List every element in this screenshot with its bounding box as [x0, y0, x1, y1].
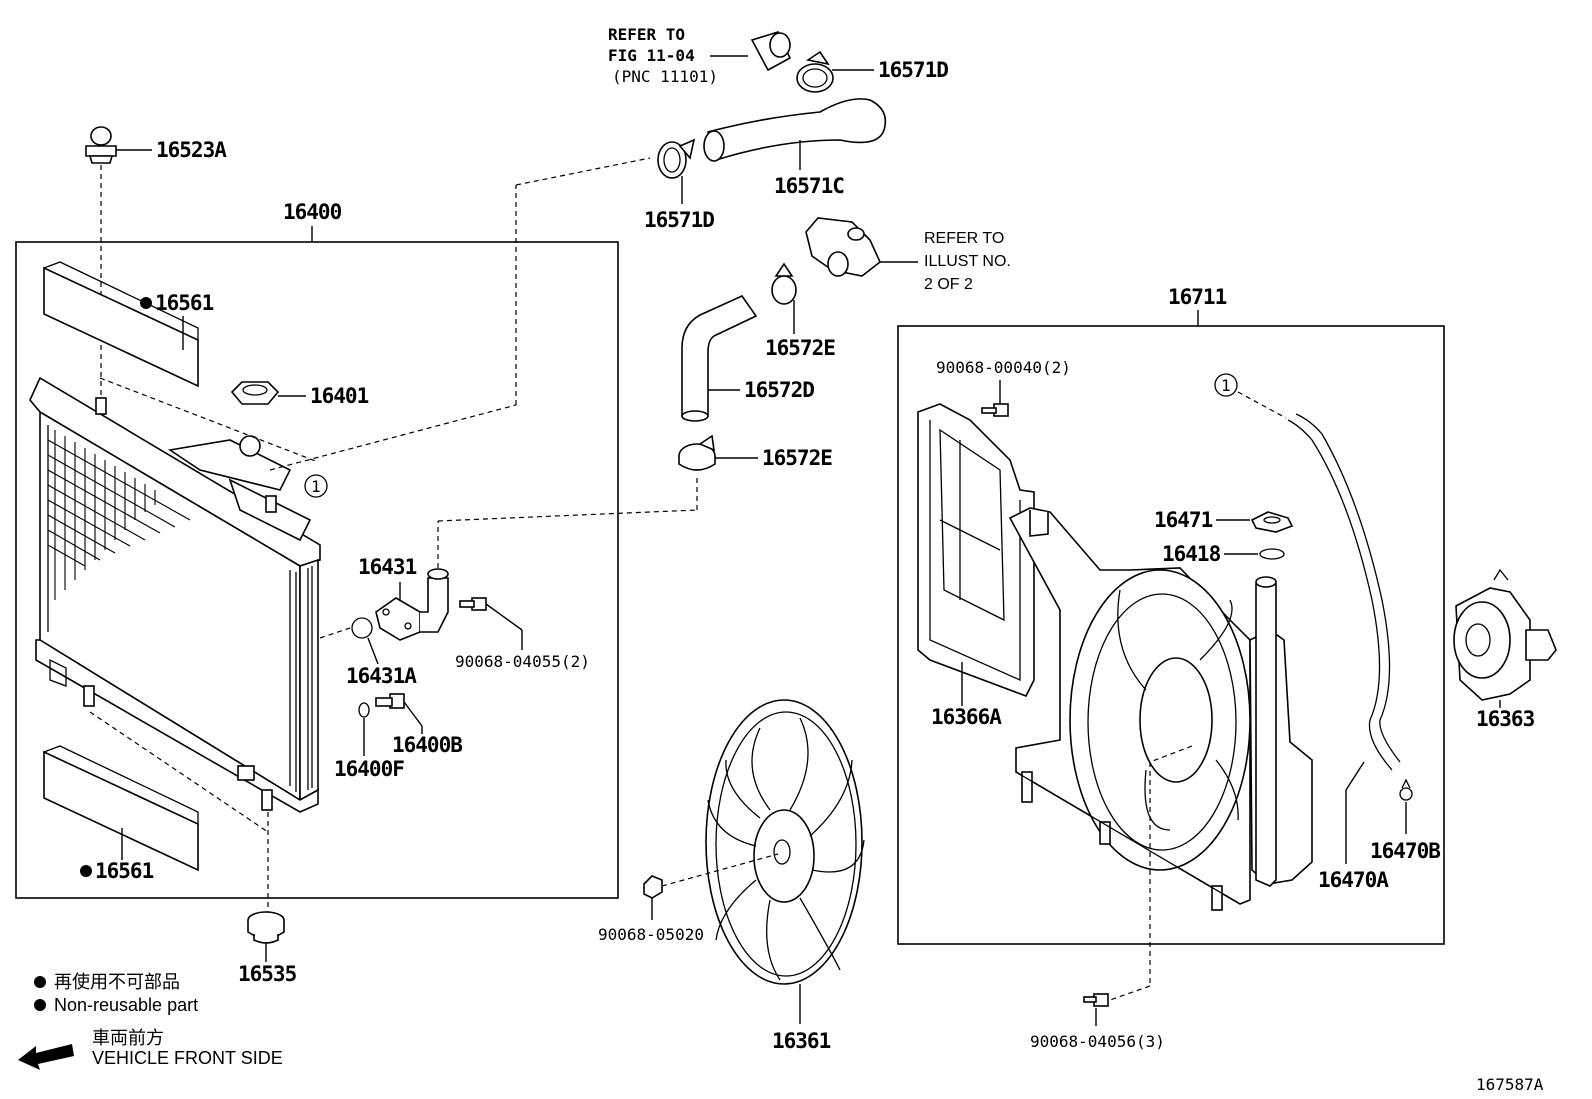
- part-label-90068-00040[interactable]: 90068-00040(2): [936, 358, 1071, 377]
- hose-16470A-icon: [1287, 413, 1401, 771]
- fan-shroud-assembly-box: [897, 325, 1445, 945]
- legend-front-en: VEHICLE FRONT SIDE: [92, 1048, 283, 1068]
- hose-16572D-icon: [681, 294, 758, 422]
- part-label-16400F[interactable]: 16400F: [334, 757, 405, 781]
- part-label-16470B[interactable]: 16470B: [1370, 839, 1441, 863]
- clamp-16571D-top-icon: [796, 50, 834, 93]
- svg-text:1: 1: [1221, 376, 1231, 395]
- fan-motor-16363-icon: [1453, 568, 1557, 701]
- reservoir-tank-icon: [1249, 576, 1313, 887]
- part-label-16431A[interactable]: 16431A: [346, 664, 418, 688]
- reservoir-cap-16471-icon: [1250, 511, 1294, 533]
- pipe-end-icon: [750, 31, 792, 72]
- part-label-16400B[interactable]: 16400B: [392, 733, 463, 757]
- part-label-16431[interactable]: 16431: [358, 555, 418, 579]
- cap-16401-icon: [230, 381, 280, 405]
- legend-front-jp: 車両前方: [92, 1028, 164, 1048]
- water-inlet-icon: [805, 217, 881, 277]
- radiator-cap-16523A-icon: [85, 126, 117, 164]
- part-label-16571C[interactable]: 16571C: [774, 174, 845, 198]
- figure-id: 167587A: [1476, 1075, 1544, 1094]
- part-label-90068-04055[interactable]: 90068-04055(2): [455, 652, 590, 671]
- radiator-core-icon: [29, 376, 321, 813]
- nut-90068-05020-icon: [643, 875, 663, 899]
- note-refer-illust-line3: 2 OF 2: [924, 276, 973, 293]
- vehicle-front-arrow-icon: [18, 1044, 74, 1070]
- bolt-90068-04055-icon: [459, 597, 487, 611]
- hose-16571C-icon: [703, 98, 887, 162]
- note-refer-illust-line1: REFER TO: [924, 230, 1004, 247]
- bolt-90068-00040-icon: [981, 403, 1009, 417]
- outlet-16431-icon: [375, 568, 449, 641]
- part-label-16366A[interactable]: 16366A: [931, 705, 1003, 729]
- note-refer-fig-line3: (PNC 11101): [612, 67, 718, 86]
- part-label-90068-05020[interactable]: 90068-05020: [598, 925, 704, 944]
- clip-16470B-icon: [1399, 778, 1413, 801]
- part-label-16561-bottom[interactable]: 16561: [95, 859, 155, 883]
- svg-text:1: 1: [311, 477, 321, 496]
- part-label-16361[interactable]: 16361: [772, 1029, 832, 1053]
- bolt-90068-04056-icon: [1083, 993, 1109, 1007]
- part-label-16471[interactable]: 16471: [1154, 508, 1214, 532]
- part-label-16523A[interactable]: 16523A: [156, 138, 228, 162]
- part-label-16363[interactable]: 16363: [1476, 707, 1536, 731]
- part-label-16400[interactable]: 16400: [283, 200, 343, 224]
- legend-non-reusable-jp: 再使用不可部品: [54, 972, 180, 992]
- sensor-16400B-icon: [375, 693, 405, 709]
- gasket-16418-icon: [1259, 548, 1285, 560]
- part-label-16571D-top[interactable]: 16571D: [878, 58, 949, 82]
- clamp-16571D-left-icon: [657, 138, 696, 179]
- part-label-16535[interactable]: 16535: [238, 962, 298, 986]
- seal-16561-top-icon: [43, 261, 199, 388]
- seal-16561-bottom-icon: [43, 745, 199, 872]
- part-label-16561-top[interactable]: 16561: [155, 291, 215, 315]
- radiator-assembly-box: [15, 241, 619, 899]
- cushion-16535-icon: [247, 911, 285, 944]
- shroud-panel-16366A-icon: [917, 403, 1035, 698]
- legend-non-reusable-en: Non-reusable part: [54, 995, 198, 1015]
- part-label-16572E-top[interactable]: 16572E: [765, 336, 836, 360]
- part-label-16418[interactable]: 16418: [1162, 542, 1222, 566]
- fan-shroud-icon: [1008, 507, 1251, 911]
- fan-16361-icon: [705, 699, 865, 985]
- part-label-16571D-left[interactable]: 16571D: [644, 208, 715, 232]
- part-label-90068-04056[interactable]: 90068-04056(3): [1030, 1032, 1165, 1051]
- note-refer-fig-line1: REFER TO: [608, 25, 685, 44]
- note-refer-fig-line2: FIG 11-04: [608, 46, 695, 65]
- part-label-16470A[interactable]: 16470A: [1318, 868, 1390, 892]
- part-label-16572E-bottom[interactable]: 16572E: [762, 446, 833, 470]
- note-refer-illust-line2: ILLUST NO.: [924, 253, 1011, 270]
- part-label-16572D[interactable]: 16572D: [744, 378, 815, 402]
- ring-16400F-icon: [358, 702, 370, 718]
- clamp-16572E-top-icon: [771, 262, 797, 305]
- part-label-16711[interactable]: 16711: [1168, 285, 1228, 309]
- clamp-16572E-bottom-icon: [678, 434, 716, 471]
- o-ring-16431A-icon: [351, 617, 373, 639]
- part-label-16401[interactable]: 16401: [310, 384, 370, 408]
